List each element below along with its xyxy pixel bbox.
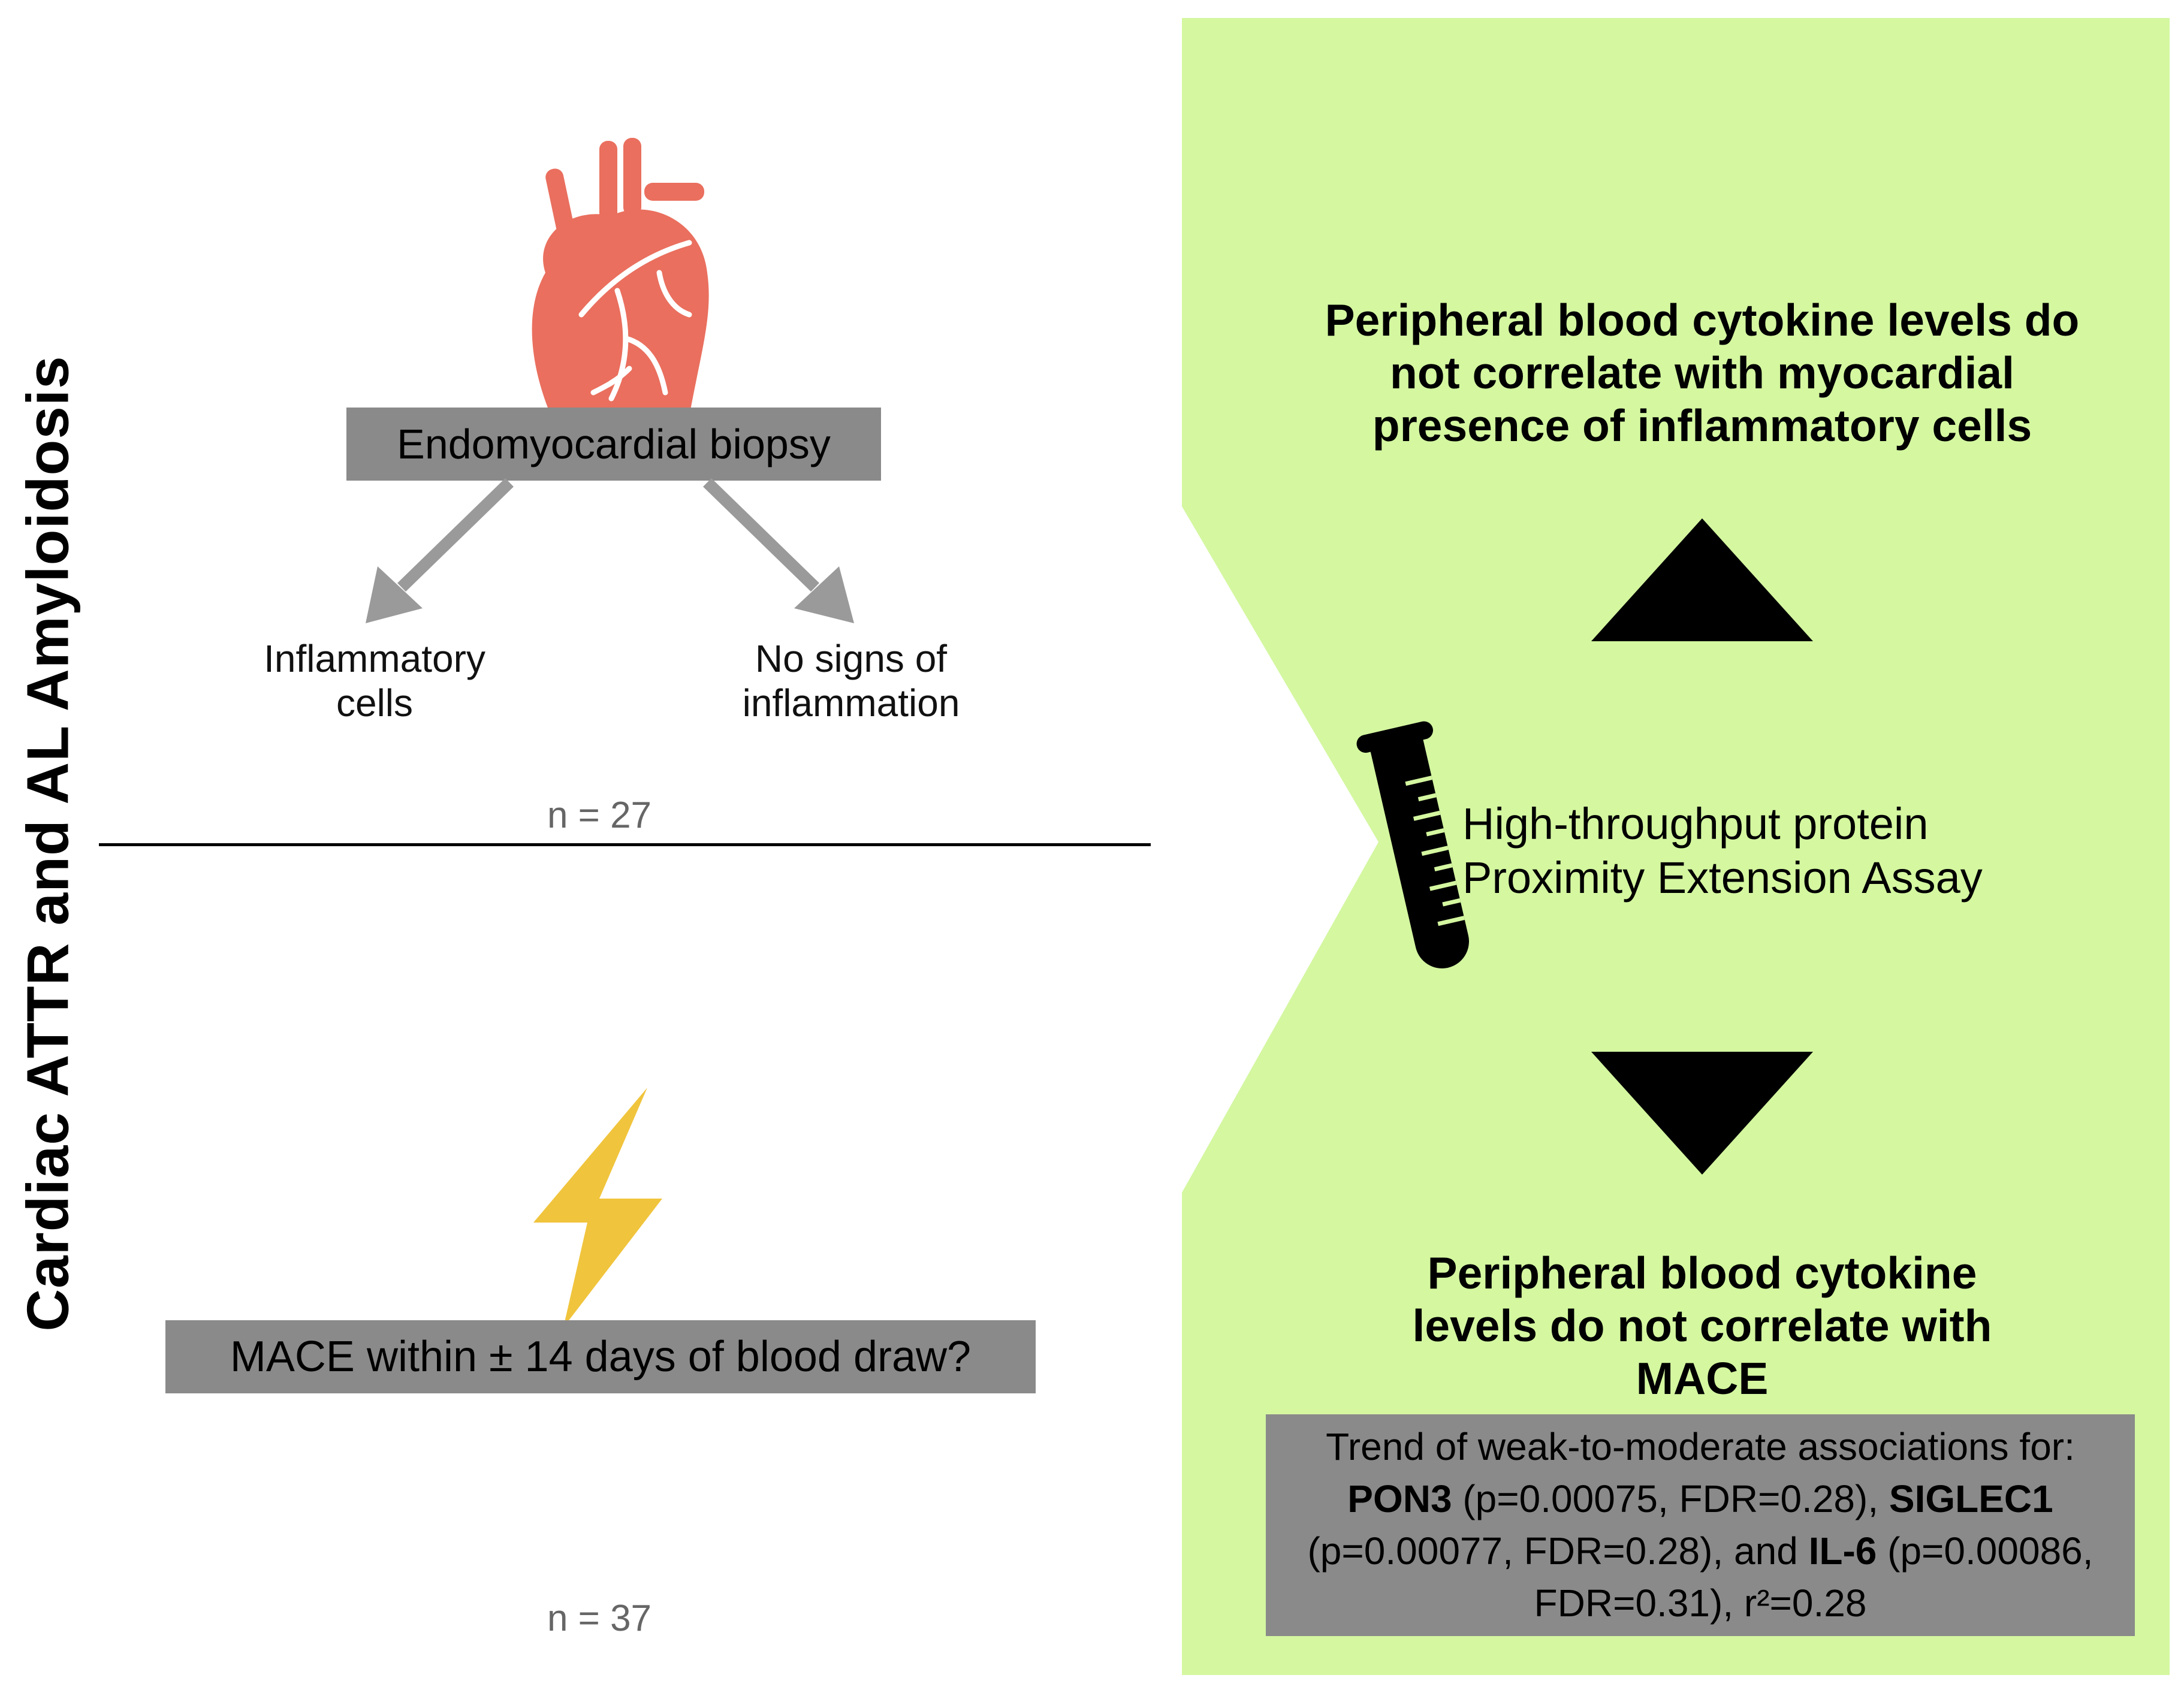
trend-tail: FDR=0.31), r²=0.28: [1534, 1582, 1867, 1625]
result-bottom-text: Peripheral blood cytokine levels do not …: [1412, 1248, 1992, 1404]
biopsy-label: Endomyocardial biopsy: [397, 421, 831, 467]
trend-box: Trend of weak-to-moderate associations f…: [1266, 1414, 2135, 1636]
assay-text: High-throughput protein Proximity Extens…: [1462, 799, 1983, 903]
triangle-down-icon: [1591, 1052, 1813, 1175]
triangle-up-icon: [1591, 518, 1813, 641]
biopsy-label-box: Endomyocardial biopsy: [346, 408, 881, 481]
trend-intro: Trend of weak-to-moderate associations f…: [1326, 1425, 2075, 1468]
gene-siglec1: SIGLEC1: [1889, 1477, 2053, 1520]
sample-size-top: n = 27: [547, 795, 652, 836]
test-tube-icon: [1356, 721, 1469, 968]
mace-label-box: MACE within ± 14 days of blood draw?: [165, 1320, 1036, 1393]
arrowhead-left: [366, 566, 423, 623]
trend-line-2: PON3 (p=0.00075, FDR=0.28), SIGLEC1: [1347, 1477, 2053, 1520]
gene-pon3: PON3: [1347, 1477, 1452, 1520]
gene-il6: IL-6: [1808, 1529, 1877, 1573]
trend-line-3: (p=0.00077, FDR=0.28), and IL-6 (p=0.000…: [1307, 1529, 2093, 1573]
arrowhead-right: [794, 566, 854, 623]
result-top-text: Peripheral blood cytokine levels do not …: [1325, 295, 2080, 451]
arrow-right: [703, 478, 819, 592]
section-divider: [99, 843, 1151, 846]
heart-icon: [532, 138, 709, 417]
arrow-left: [397, 478, 514, 592]
branch-left-label: Inflammatory cells: [264, 637, 485, 725]
branch-arrows: [366, 478, 854, 623]
branch-right-label: No signs of inflammation: [742, 637, 960, 725]
sample-size-bottom: n = 37: [547, 1598, 652, 1639]
mace-label: MACE within ± 14 days of blood draw?: [230, 1333, 972, 1381]
lightning-icon: [533, 1088, 662, 1327]
